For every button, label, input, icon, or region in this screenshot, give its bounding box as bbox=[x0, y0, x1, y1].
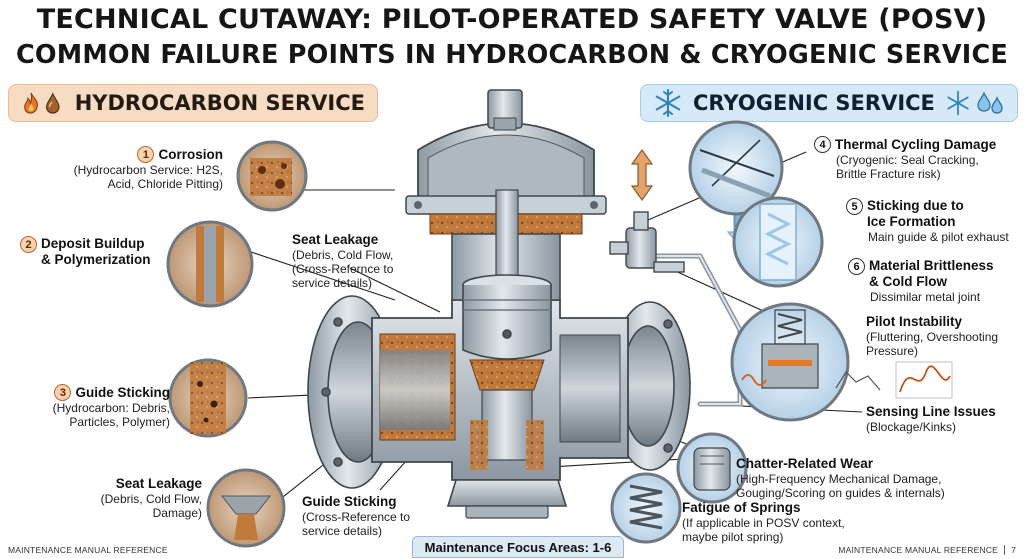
callout-description: Main guide & pilot exhaust bbox=[868, 230, 1009, 244]
callout-title: Seat Leakage bbox=[115, 476, 202, 491]
flame-icon bbox=[24, 92, 38, 114]
hydrocarbon-service-banner: HYDROCARBON SERVICE bbox=[8, 84, 378, 122]
callout-description: (Blockage/Kinks) bbox=[866, 420, 957, 434]
pressure-trace-graph bbox=[835, 361, 953, 399]
callout-description: (Hydrocarbon: Debris, Particles, Polymer… bbox=[52, 401, 170, 429]
seat-leakage-detail-lens bbox=[206, 468, 286, 548]
footer-reference-text: MAINTENANCE MANUAL REFERENCE bbox=[838, 545, 999, 555]
callout-title: Sticking due to Ice Formation bbox=[867, 198, 964, 229]
footer-separator bbox=[1004, 545, 1006, 555]
footer-reference-left: MAINTENANCE MANUAL REFERENCE bbox=[8, 545, 168, 555]
thermal-cycling-detail-lens bbox=[688, 120, 784, 216]
spring-fatigue-detail-lens bbox=[610, 472, 682, 544]
cryogenic-service-label: CRYOGENIC SERVICE bbox=[693, 91, 935, 115]
callout-description: (High-Frequency Mechanical Damage, Gougi… bbox=[736, 472, 945, 500]
callout-title: Fatigue of Springs bbox=[682, 500, 801, 515]
chatter-wear-callout: Chatter-Related Wear (High-Frequency Mec… bbox=[736, 456, 976, 500]
page-title: TECHNICAL CUTAWAY: PILOT-OPERATED SAFETY… bbox=[36, 4, 988, 35]
callout-description: (Fluttering, Overshooting Pressure) bbox=[866, 330, 999, 358]
sensing-line-callout: Sensing Line Issues (Blockage/Kinks) bbox=[866, 404, 1022, 434]
pilot-instability-detail-lens bbox=[730, 302, 850, 422]
callout-title: Thermal Cycling Damage bbox=[835, 136, 997, 152]
snowflake-icon bbox=[947, 90, 969, 116]
chatter-wear-detail-lens bbox=[676, 432, 748, 504]
callout-title: Seat Leakage bbox=[292, 232, 379, 247]
outlet-flange bbox=[609, 301, 691, 471]
callout-description: (Cross-Reference to service details) bbox=[302, 510, 411, 538]
callout-title: Sensing Line Issues bbox=[866, 404, 996, 419]
callout-number-badge: 4 bbox=[814, 136, 831, 153]
callout-number-badge: 3 bbox=[54, 384, 72, 401]
callout-title: Guide Sticking bbox=[302, 494, 397, 509]
callout-title: Material Brittleness & Cold Flow bbox=[869, 258, 994, 289]
water-drops-icon bbox=[977, 91, 1003, 114]
pilot-instability-callout: Pilot Instability (Fluttering, Overshoot… bbox=[866, 314, 1022, 358]
ice-formation-detail-lens bbox=[732, 196, 824, 288]
hydrocarbon-service-label: HYDROCARBON SERVICE bbox=[74, 91, 365, 115]
cryogenic-service-banner: CRYOGENIC SERVICE bbox=[640, 84, 1018, 122]
callout-description: (Debris, Cold Flow, (Cross-Refernce to s… bbox=[292, 248, 394, 290]
callout-number-badge: 5 bbox=[846, 198, 863, 215]
guide-sticking-detail-lens bbox=[168, 358, 248, 438]
motion-arrow bbox=[630, 148, 654, 202]
callout-title: Chatter-Related Wear bbox=[736, 456, 874, 471]
corrosion-detail-lens bbox=[236, 140, 308, 212]
seat-leakage-center-callout: Seat Leakage (Debris, Cold Flow, (Cross-… bbox=[292, 232, 432, 290]
guide-sticking-center-callout: Guide Sticking (Cross-Reference to servi… bbox=[302, 494, 432, 538]
footer-reference-right: MAINTENANCE MANUAL REFERENCE 7 bbox=[838, 545, 1016, 555]
callout-title: Corrosion bbox=[158, 146, 223, 162]
page-number: 7 bbox=[1011, 545, 1016, 555]
seat-leakage-left-callout: Seat Leakage (Debris, Cold Flow, Damage) bbox=[66, 476, 202, 520]
callout-title: Guide Sticking bbox=[75, 384, 170, 400]
callout-number-badge: 2 bbox=[20, 236, 37, 253]
snowflake-icon bbox=[655, 89, 681, 117]
spring-fatigue-callout: Fatigue of Springs (If applicable in POS… bbox=[682, 500, 882, 544]
callout-description: Dissimilar metal joint bbox=[870, 290, 981, 304]
oil-drop-icon bbox=[46, 92, 60, 114]
callout-number-badge: 1 bbox=[137, 146, 155, 163]
callout-number-badge: 6 bbox=[848, 258, 865, 275]
piston bbox=[462, 274, 552, 360]
pilot-valve bbox=[609, 211, 685, 273]
page-subtitle: COMMON FAILURE POINTS IN HYDROCARBON & C… bbox=[15, 40, 1009, 70]
callout-description: (Hydrocarbon Service: H2S, Acid, Chlorid… bbox=[73, 163, 223, 191]
callout-description: (Cryogenic: Seal Cracking, Brittle Fract… bbox=[836, 153, 979, 181]
callout-description: (Debris, Cold Flow, Damage) bbox=[100, 492, 202, 520]
callout-description: (If applicable in POSV context, maybe pi… bbox=[682, 516, 845, 544]
callout-title: Pilot Instability bbox=[866, 314, 963, 329]
deposit-detail-lens bbox=[166, 220, 254, 308]
callout-title: Deposit Buildup & Polymerization bbox=[41, 236, 151, 267]
maintenance-focus-badge: Maintenance Focus Areas: 1-6 bbox=[412, 536, 624, 558]
